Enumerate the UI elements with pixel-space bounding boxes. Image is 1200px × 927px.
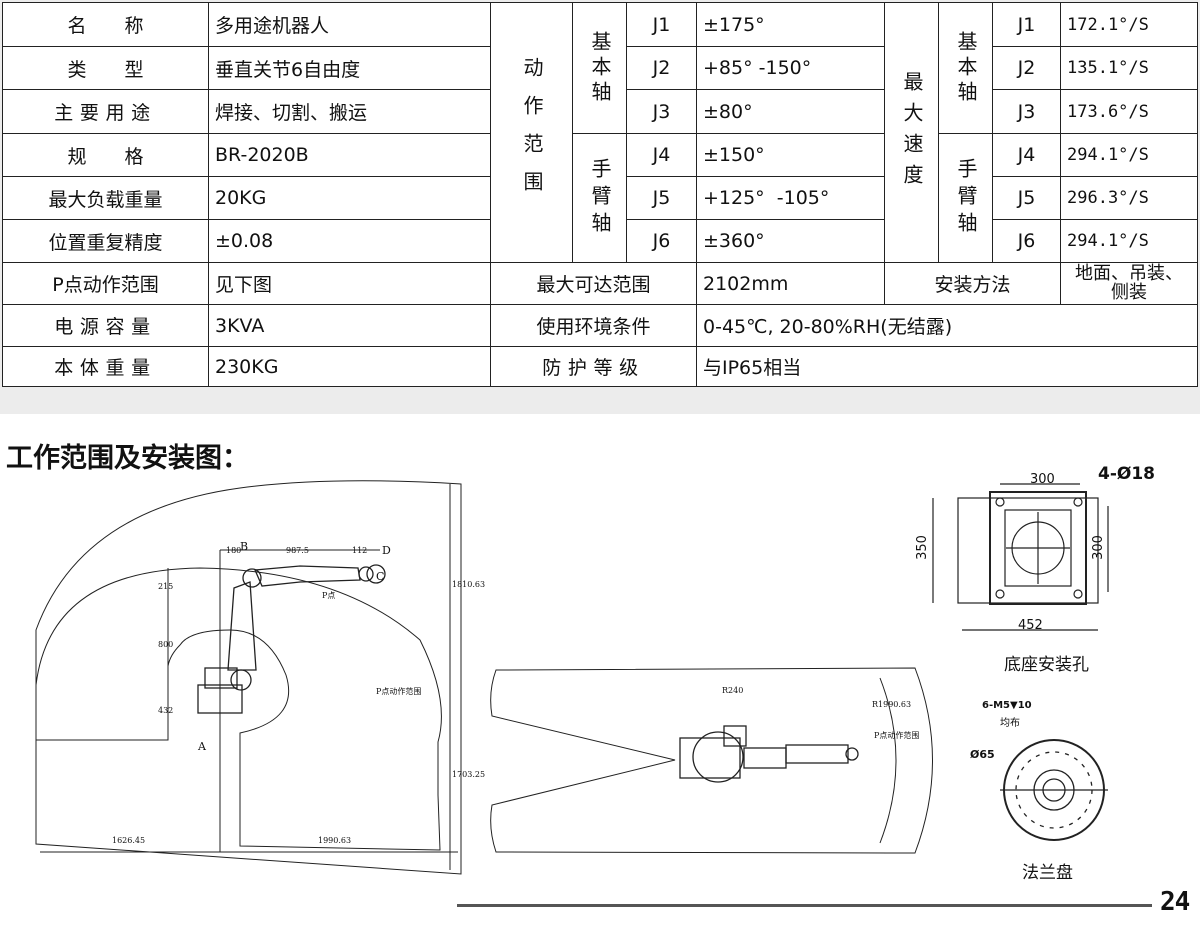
max-speed-label: 最大速度 bbox=[884, 2, 939, 263]
speed-value-j2: 135.1°/S bbox=[1060, 46, 1198, 90]
spec-value-model: BR-2020B bbox=[208, 133, 491, 177]
speed-joint-j2: J2 bbox=[992, 46, 1061, 90]
spec-value-usage: 焊接、切割、搬运 bbox=[208, 89, 491, 134]
page-number: 24 bbox=[1160, 887, 1190, 917]
motion-value-j4: ±150° bbox=[696, 133, 885, 177]
top-outer-envelope bbox=[490, 667, 933, 854]
installation-drawings bbox=[35, 480, 1109, 875]
spec-value-max-load: 20KG bbox=[208, 176, 491, 220]
speed-value-j5: 296.3°/S bbox=[1060, 176, 1198, 220]
top-robot-base-circle bbox=[692, 731, 744, 783]
motion-joint-j2: J2 bbox=[626, 46, 697, 90]
side-outer-envelope bbox=[35, 480, 462, 875]
speed-value-j3: 173.6°/S bbox=[1060, 89, 1198, 134]
protection-label: 防护等级 bbox=[490, 346, 697, 387]
side-p-range-envelope bbox=[35, 567, 442, 851]
base-hole-bl bbox=[995, 589, 1005, 599]
motion-joint-j1: J1 bbox=[626, 2, 697, 47]
spec-table: 名 称 多用途机器人 动作范围 基本轴 J1 ±175° 最大速度 基本轴 J1… bbox=[2, 2, 1198, 387]
side-view-drawing bbox=[35, 480, 462, 875]
side-robot-waist bbox=[204, 667, 238, 689]
spec-label-max-load: 最大负载重量 bbox=[2, 176, 209, 220]
speed-joint-j5: J5 bbox=[992, 176, 1061, 220]
spec-value-weight: 230KG bbox=[208, 346, 491, 387]
speed-joint-j1: J1 bbox=[992, 2, 1061, 47]
section-title: 工作范围及安装图： bbox=[6, 443, 249, 474]
base-inner-square bbox=[1004, 509, 1072, 587]
spec-value-name: 多用途机器人 bbox=[208, 2, 491, 47]
spec-label-model: 规 格 bbox=[2, 133, 209, 177]
speed-joint-j6: J6 bbox=[992, 219, 1061, 263]
environment-value: 0-45℃, 20-80%RH(无结露) bbox=[696, 304, 1198, 347]
environment-label: 使用环境条件 bbox=[490, 304, 697, 347]
motion-base-axis-label: 基本轴 bbox=[572, 2, 627, 134]
motion-joint-j5: J5 bbox=[626, 176, 697, 220]
top-robot-tool-end bbox=[845, 747, 859, 761]
base-mount-plate bbox=[989, 491, 1087, 605]
side-robot-wrist-joint bbox=[358, 566, 374, 582]
top-view-drawing bbox=[490, 667, 933, 854]
motion-value-j2: +85° -150° bbox=[696, 46, 885, 90]
motion-value-j6: ±360° bbox=[696, 219, 885, 263]
spec-label-type: 类 型 bbox=[2, 46, 209, 90]
top-robot-arm-link bbox=[743, 747, 787, 769]
page-footer-rule bbox=[457, 904, 1152, 907]
top-p-range-envelope bbox=[879, 677, 897, 844]
base-hole-br bbox=[1073, 589, 1083, 599]
side-robot-upper-arm bbox=[254, 565, 361, 587]
spec-label-p-range: P点动作范围 bbox=[2, 262, 209, 305]
spec-label-repeatability: 位置重复精度 bbox=[2, 219, 209, 263]
side-robot-tool-circle bbox=[366, 564, 386, 584]
spec-label-weight: 本体重量 bbox=[2, 346, 209, 387]
protection-value: 与IP65相当 bbox=[696, 346, 1198, 387]
side-robot-lower-arm bbox=[227, 581, 257, 671]
base-drawing bbox=[932, 483, 1109, 631]
top-robot-arm bbox=[679, 725, 859, 783]
motion-wrist-axis-label: 手臂轴 bbox=[572, 133, 627, 263]
reach-value: 2102mm bbox=[696, 262, 885, 305]
speed-value-j1: 172.1°/S bbox=[1060, 2, 1198, 47]
motion-value-j3: ±80° bbox=[696, 89, 885, 134]
speed-joint-j4: J4 bbox=[992, 133, 1061, 177]
base-hole-tr bbox=[1073, 497, 1083, 507]
flange-drawing bbox=[1000, 739, 1108, 841]
top-robot-motor bbox=[723, 725, 747, 747]
top-robot-body bbox=[679, 737, 741, 779]
speed-base-axis-label: 基本轴 bbox=[938, 2, 993, 134]
motion-joint-j6: J6 bbox=[626, 219, 697, 263]
spec-label-power: 电源容量 bbox=[2, 304, 209, 347]
motion-joint-j4: J4 bbox=[626, 133, 697, 177]
base-hole-tl bbox=[995, 497, 1005, 507]
top-robot-forearm bbox=[785, 744, 849, 764]
side-robot-elbow-joint bbox=[242, 568, 262, 588]
side-robot-shoulder-joint bbox=[230, 669, 252, 691]
spec-value-type: 垂直关节6自由度 bbox=[208, 46, 491, 90]
spec-value-power: 3KVA bbox=[208, 304, 491, 347]
motion-range-label: 动作范围 bbox=[490, 2, 573, 263]
reach-label: 最大可达范围 bbox=[490, 262, 697, 305]
mounting-label: 安装方法 bbox=[884, 262, 1061, 305]
motion-value-j1: ±175° bbox=[696, 2, 885, 47]
spec-value-p-range: 见下图 bbox=[208, 262, 491, 305]
base-outer-plate bbox=[957, 497, 1099, 604]
speed-wrist-axis-label: 手臂轴 bbox=[938, 133, 993, 263]
side-robot-base bbox=[197, 684, 243, 714]
side-robot-arm bbox=[197, 564, 386, 714]
spec-value-repeatability: ±0.08 bbox=[208, 219, 491, 263]
motion-value-j5: +125° -105° bbox=[696, 176, 885, 220]
spec-label-name: 名 称 bbox=[2, 2, 209, 47]
mounting-value: 地面、吊装、侧装 bbox=[1060, 262, 1198, 305]
spec-label-usage: 主要用途 bbox=[2, 89, 209, 134]
motion-joint-j3: J3 bbox=[626, 89, 697, 134]
speed-joint-j3: J3 bbox=[992, 89, 1061, 134]
speed-value-j4: 294.1°/S bbox=[1060, 133, 1198, 177]
speed-value-j6: 294.1°/S bbox=[1060, 219, 1198, 263]
